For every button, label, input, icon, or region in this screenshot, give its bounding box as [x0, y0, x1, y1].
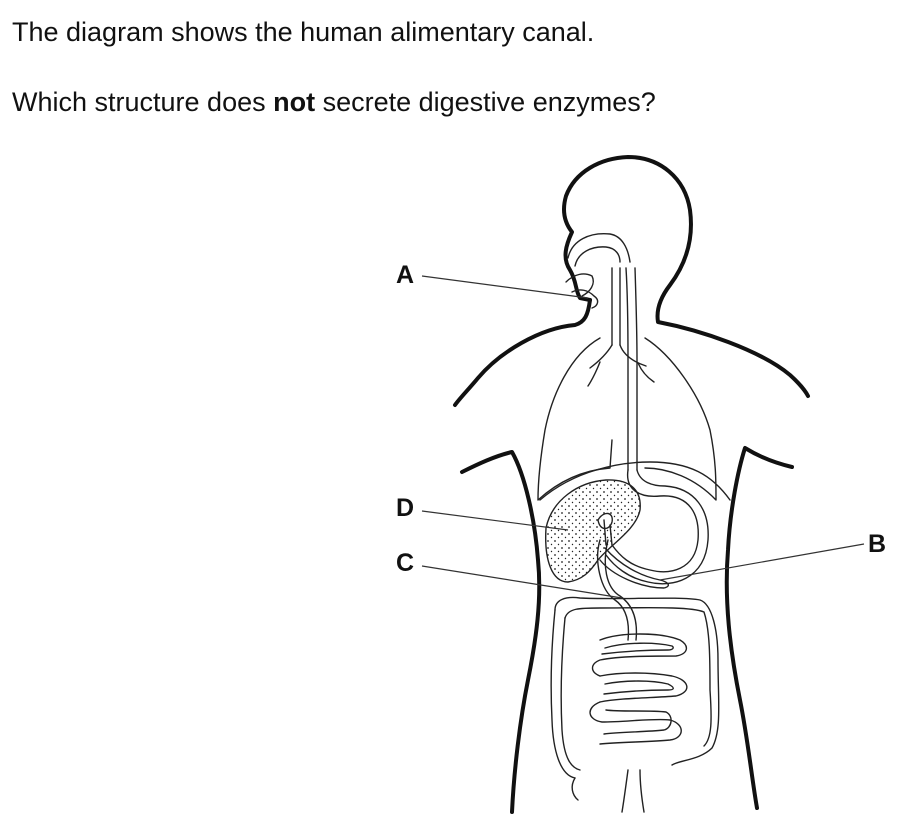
intestines: [550, 596, 720, 813]
respiratory-organs: [537, 233, 731, 501]
question-prompt-end: secrete digestive enzymes?: [315, 87, 656, 117]
question-prompt: Which structure does not secrete digesti…: [12, 86, 656, 118]
label-d: D: [396, 494, 414, 522]
label-a: A: [396, 261, 414, 289]
question-prompt-start: Which structure does: [12, 87, 274, 117]
label-lines: [421, 275, 865, 599]
body-outline: [453, 155, 810, 814]
label-b: B: [868, 530, 886, 558]
liver: [545, 479, 641, 583]
label-c: C: [396, 549, 414, 577]
question-intro: The diagram shows the human alimentary c…: [12, 17, 595, 47]
question-prompt-emphasis: not: [273, 87, 316, 117]
stomach-and-pancreas: [597, 469, 709, 641]
